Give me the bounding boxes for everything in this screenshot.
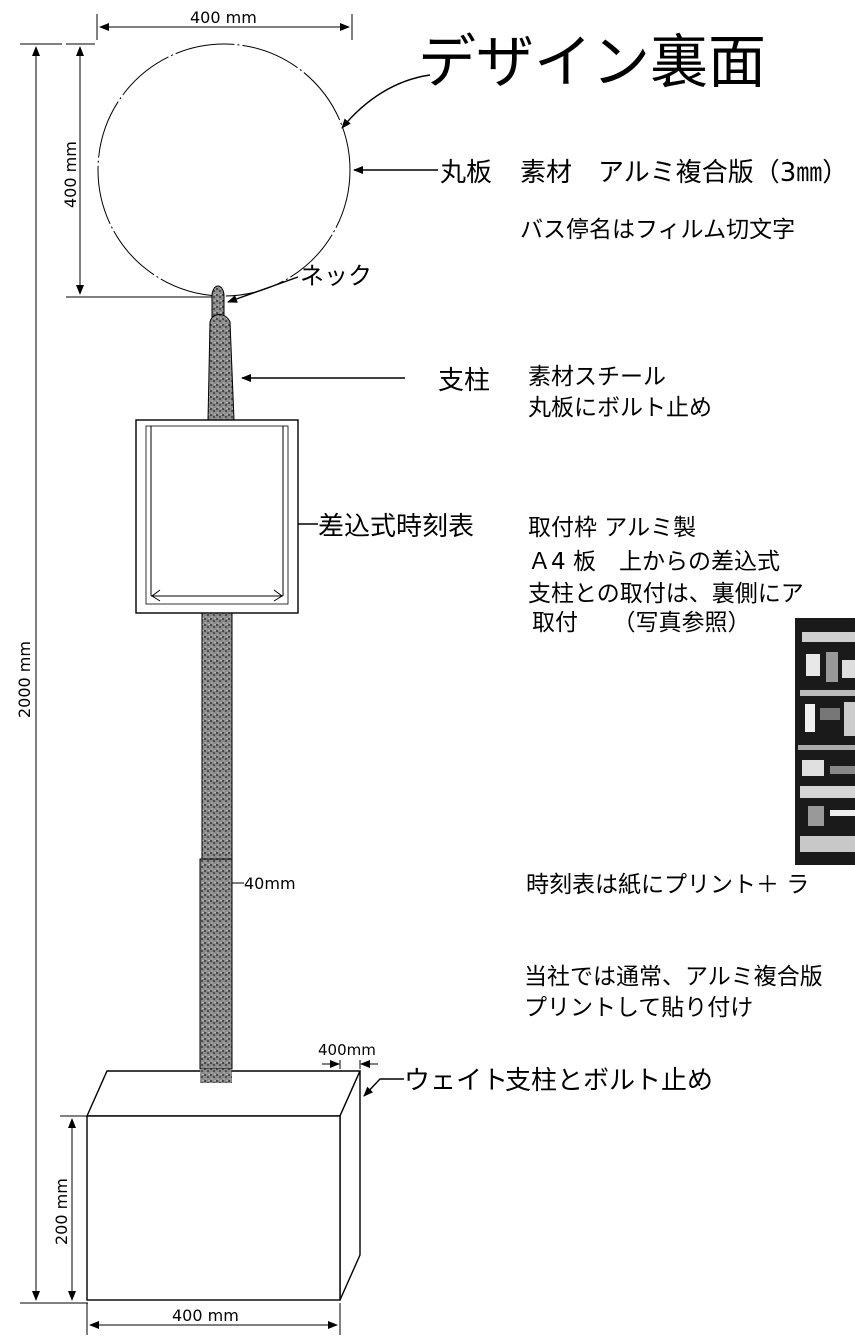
lower-pole-base bbox=[199, 858, 233, 1070]
weight-depth-dimension: 400mm bbox=[318, 1041, 378, 1069]
neck bbox=[211, 285, 225, 323]
weight-width-label: 400 mm bbox=[172, 1306, 239, 1325]
neck-leader bbox=[227, 276, 299, 303]
pole-spec-line-2: 丸板にボルト止め bbox=[528, 395, 712, 421]
round-plate-note: バス停名はフィルム切文字 bbox=[520, 217, 795, 243]
total-height-dimension: 2000 mm bbox=[15, 43, 88, 1304]
timetable-spec-line-2: Ａ4 板 上からの差込式 bbox=[528, 549, 780, 575]
neck-label: ネック bbox=[300, 262, 372, 290]
weight-height-dimension: 200 mm bbox=[52, 1115, 86, 1301]
timetable-label: 差込式時刻表 bbox=[318, 512, 474, 542]
company-note-line-1: 当社では通常、アルミ複合版 bbox=[524, 964, 823, 990]
timetable-frame bbox=[135, 419, 299, 614]
round-plate-spec: 素材 アルミ複合版（3㎜） bbox=[520, 158, 848, 188]
weight-height-label: 200 mm bbox=[52, 1178, 71, 1245]
page-title: デザイン裏面 bbox=[418, 28, 766, 96]
company-note-line-2: プリントして貼り付け bbox=[524, 995, 753, 1021]
circle-width-dimension: 400 mm bbox=[96, 8, 353, 40]
circle-width-label: 400 mm bbox=[190, 8, 257, 27]
pole-width-label: 40mm bbox=[244, 874, 296, 893]
pole-spec-line-1: 素材スチール bbox=[528, 364, 666, 390]
upper-pole bbox=[207, 314, 235, 421]
lower-pole bbox=[201, 612, 233, 860]
timetable-spec-line-3: 支柱との取付は、裏側にア bbox=[528, 581, 804, 607]
weight-depth-label: 400mm bbox=[318, 1041, 376, 1059]
circle-height-label: 400 mm bbox=[61, 141, 80, 208]
round-plate-label: 丸板 bbox=[440, 158, 492, 188]
weight-width-dimension: 400 mm bbox=[86, 1303, 341, 1335]
title-pointer-arrow bbox=[341, 74, 431, 129]
total-height-label: 2000 mm bbox=[15, 641, 34, 718]
timetable-spec-line-1: 取付枠 アルミ製 bbox=[528, 515, 696, 541]
circle-height-dimension: 400 mm bbox=[61, 43, 220, 298]
weight-spec: 支柱とボルト止め bbox=[505, 1066, 713, 1096]
timetable-print-note: 時刻表は紙にプリント＋ ラ bbox=[526, 872, 809, 898]
weight-label: ウェイト bbox=[404, 1066, 508, 1096]
reference-photo bbox=[795, 618, 855, 865]
round-plate bbox=[97, 43, 351, 297]
weight-block bbox=[85, 1069, 362, 1301]
timetable-spec-line-4: 取付 （写真参照） bbox=[532, 610, 751, 636]
weight-leader bbox=[363, 1078, 404, 1097]
pole-label: 支柱 bbox=[438, 366, 490, 396]
